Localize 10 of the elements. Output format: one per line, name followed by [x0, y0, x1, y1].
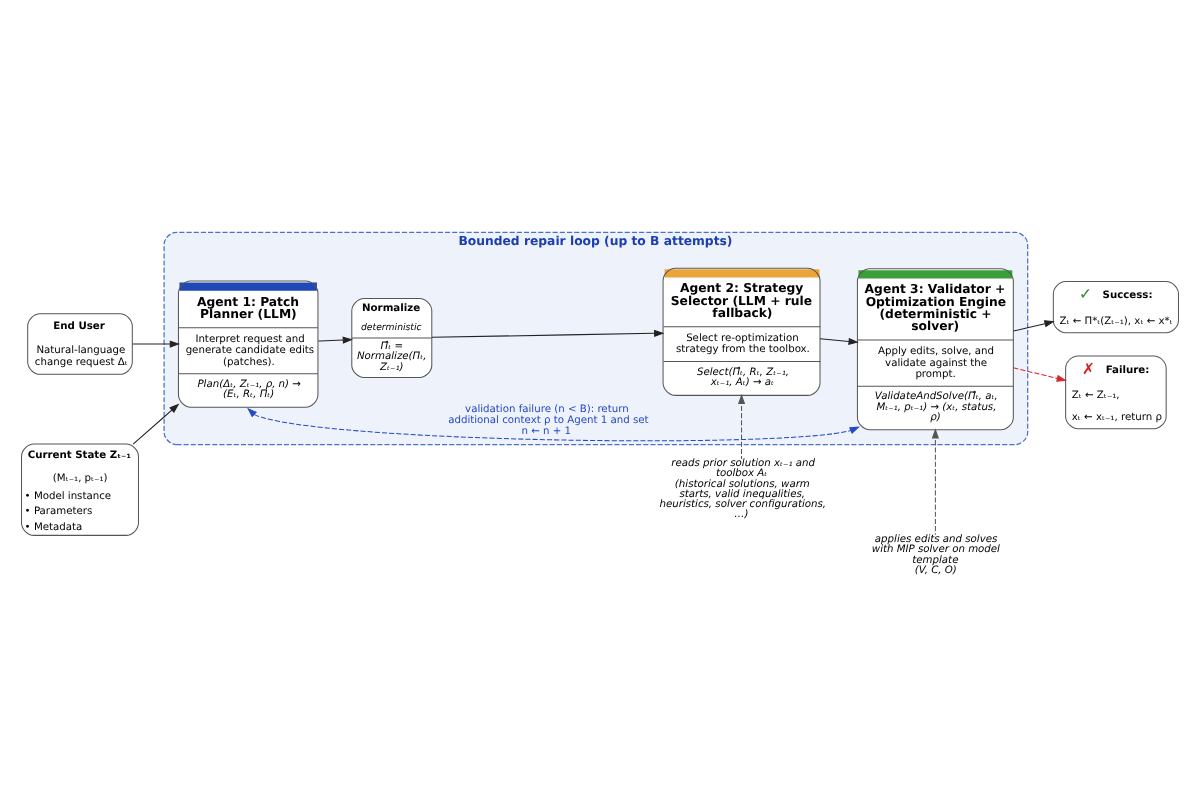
arrow: [247, 407, 860, 442]
arrow: [431, 329, 665, 338]
arrow: [931, 428, 939, 536]
arrow: [132, 340, 180, 348]
arrow: [737, 393, 746, 460]
arrow: [1012, 367, 1067, 382]
arrow: [1012, 320, 1055, 332]
arrow: [132, 403, 180, 445]
arrow: [317, 336, 353, 344]
arrow: [819, 337, 859, 345]
